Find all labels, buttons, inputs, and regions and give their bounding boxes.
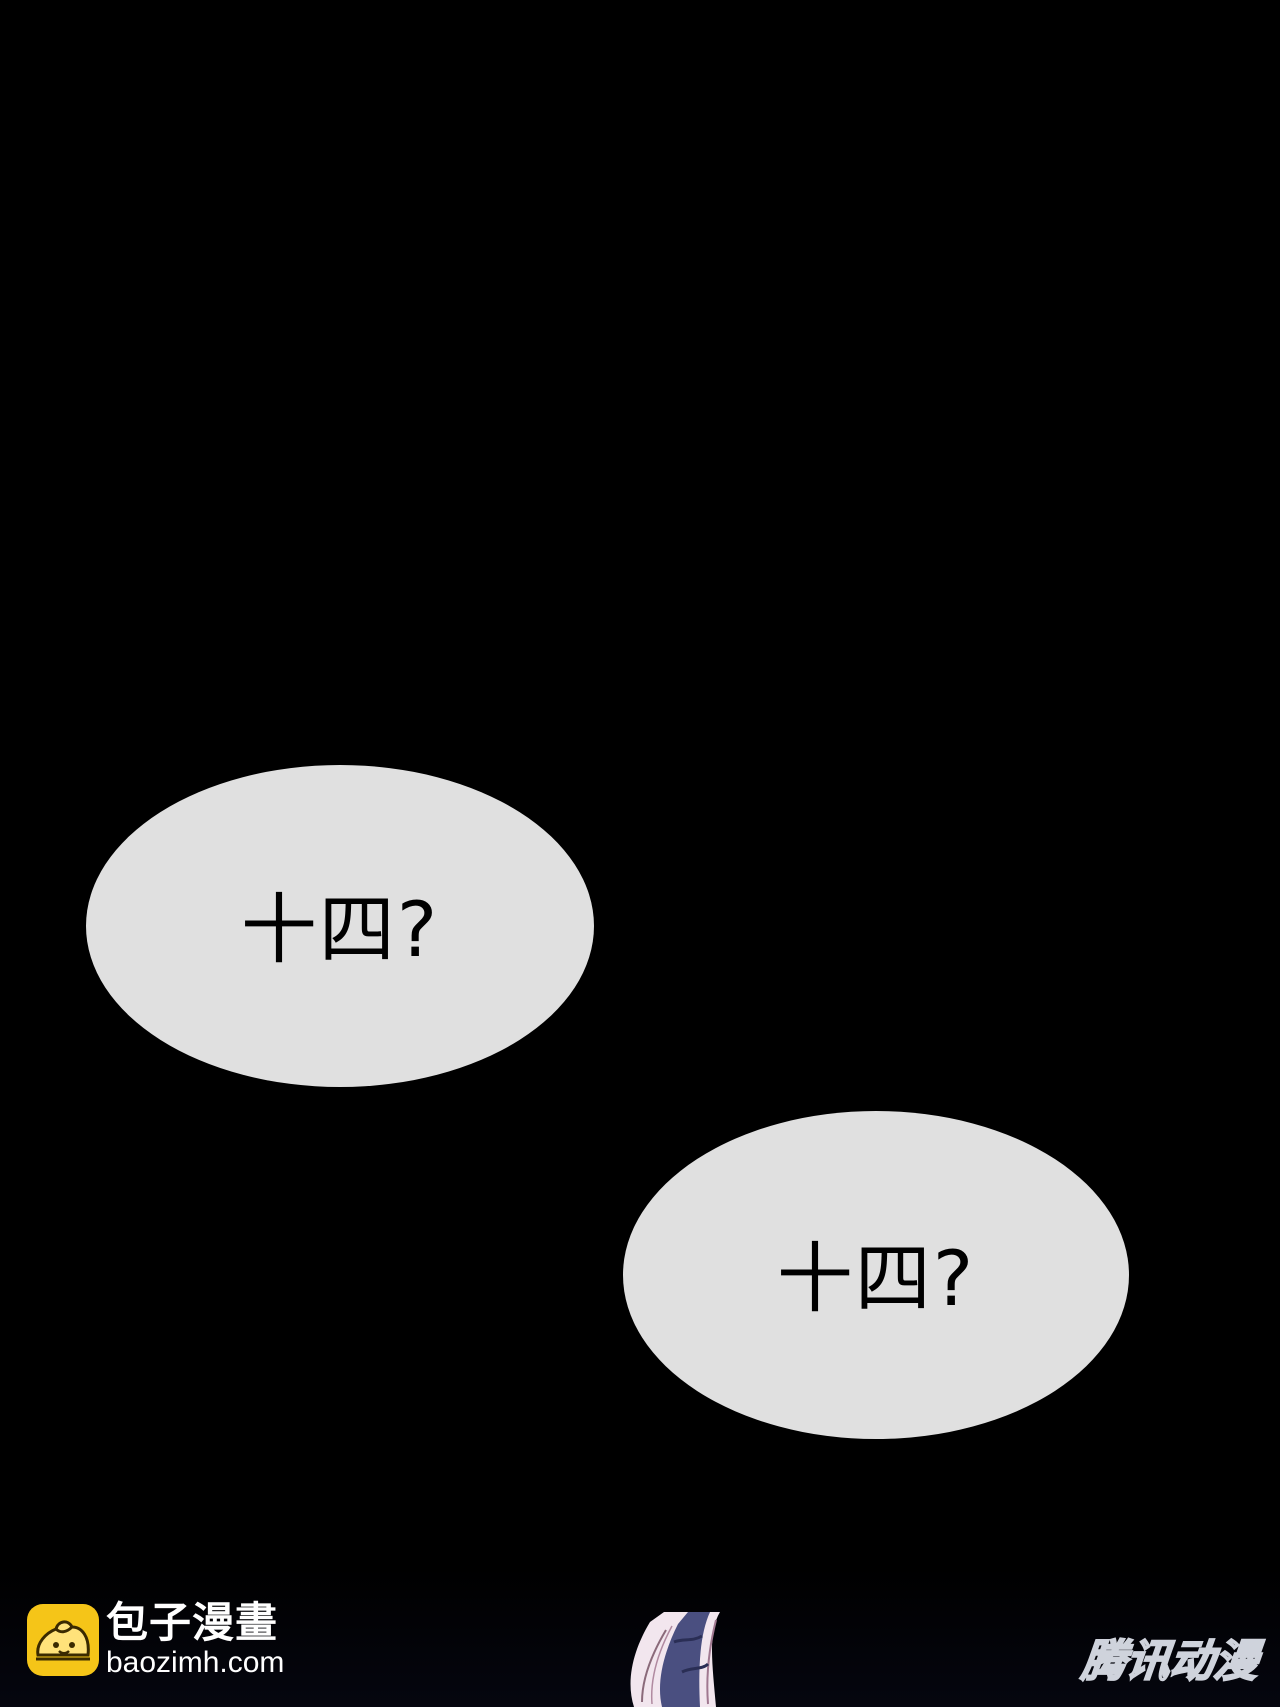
watermark-site-name: 包子漫畫	[106, 1598, 279, 1648]
tencent-comic-watermark: 腾讯动漫	[1078, 1635, 1261, 1688]
watermark-site-url: baozimh.com	[106, 1645, 285, 1679]
character-hair-fragment	[630, 1612, 720, 1707]
speech-bubble-text: 十四?	[776, 1234, 976, 1323]
speech-bubble-1: 十四?	[86, 765, 594, 1087]
baozimh-watermark: 包子漫畫 baozimh.com	[26, 1600, 284, 1680]
speech-bubble-text: 十四?	[240, 885, 440, 974]
steamed-bun-icon	[27, 1604, 99, 1676]
speech-bubble-2: 十四?	[623, 1111, 1129, 1439]
